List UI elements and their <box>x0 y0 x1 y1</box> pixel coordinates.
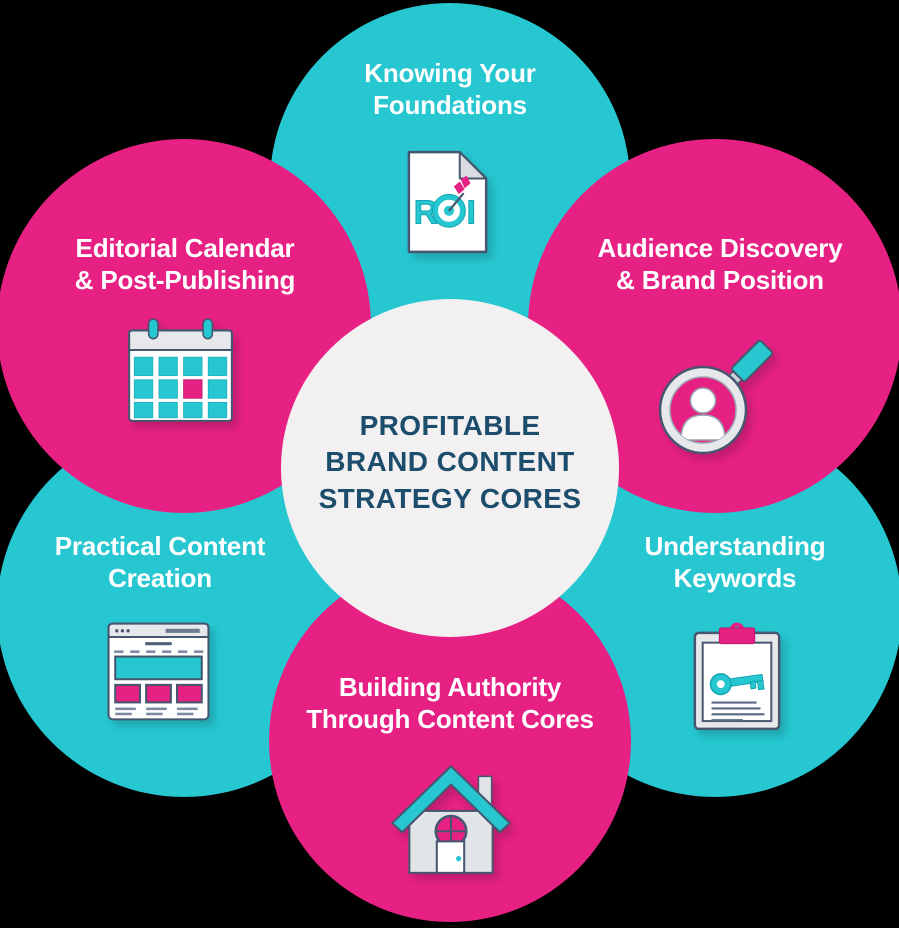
center-circle <box>281 299 619 637</box>
label-line: Creation <box>108 562 212 593</box>
roi-document-icon: R I <box>407 150 488 254</box>
petal-label-editorial-calendar: Editorial Calendar & Post-Publishing <box>30 233 340 296</box>
label-line: Through Content Cores <box>306 703 594 734</box>
petal-label-knowing-your-foundations: Knowing Your Foundations <box>300 58 600 121</box>
calendar-icon <box>128 318 233 422</box>
label-line: Understanding <box>644 531 826 561</box>
roi-letter-i: I <box>467 195 476 232</box>
petal-label-practical-content-creation: Practical Content Creation <box>5 531 315 594</box>
label-line: Knowing Your <box>364 58 536 88</box>
label-line: Practical Content <box>54 531 266 561</box>
label-line: Keywords <box>673 562 797 593</box>
house-icon <box>391 765 511 874</box>
label-line: Building Authority <box>338 672 562 702</box>
clipboard-key-icon <box>693 622 781 731</box>
label-line: Editorial Calendar <box>75 233 295 263</box>
center-title-line: BRAND CONTENT <box>325 446 575 478</box>
label-line: & Post-Publishing <box>74 264 296 295</box>
petal-label-understanding-keywords: Understanding Keywords <box>580 531 890 594</box>
petal-label-audience-discovery: Audience Discovery & Brand Position <box>565 233 875 296</box>
browser-window-icon <box>107 622 210 721</box>
label-line: & Brand Position <box>616 264 824 295</box>
center-title: PROFITABLE BRAND CONTENT STRATEGY CORES <box>290 408 610 517</box>
center-title-line: PROFITABLE <box>359 410 541 441</box>
label-line: Audience Discovery <box>597 233 843 263</box>
petal-label-building-authority: Building Authority Through Content Cores <box>275 672 625 735</box>
label-line: Foundations <box>373 89 527 120</box>
center-title-line: STRATEGY CORES <box>318 482 582 514</box>
magnifier-person-icon <box>658 339 773 455</box>
